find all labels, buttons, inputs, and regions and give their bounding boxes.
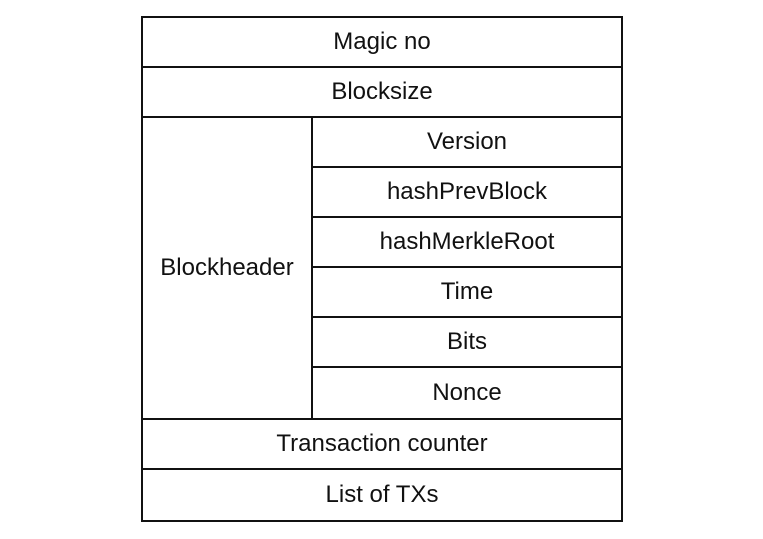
blocksize-label: Blocksize bbox=[331, 78, 433, 105]
hash-prev-block-label: hashPrevBlock bbox=[386, 178, 548, 205]
magic-no-cell: Magic no bbox=[141, 16, 623, 68]
blockheader-label: Blockheader bbox=[160, 254, 294, 281]
list-of-txs-cell: List of TXs bbox=[141, 468, 623, 522]
block-structure-diagram: Magic no Blocksize Blockheader Version h… bbox=[141, 16, 623, 522]
bits-label: Bits bbox=[446, 328, 487, 355]
blockheader-cell: Blockheader bbox=[141, 116, 313, 420]
blocksize-cell: Blocksize bbox=[141, 66, 623, 118]
nonce-cell: Nonce bbox=[311, 366, 623, 420]
transaction-counter-cell: Transaction counter bbox=[141, 418, 623, 470]
hash-prev-block-cell: hashPrevBlock bbox=[311, 166, 623, 218]
version-cell: Version bbox=[311, 116, 623, 168]
version-label: Version bbox=[426, 128, 508, 155]
nonce-label: Nonce bbox=[432, 379, 502, 406]
hash-merkle-root-cell: hashMerkleRoot bbox=[311, 216, 623, 268]
time-cell: Time bbox=[311, 266, 623, 318]
transaction-counter-label: Transaction counter bbox=[276, 430, 488, 457]
list-of-txs-label: List of TXs bbox=[325, 481, 439, 508]
bits-cell: Bits bbox=[311, 316, 623, 368]
magic-no-label: Magic no bbox=[333, 28, 431, 55]
hash-merkle-root-label: hashMerkleRoot bbox=[379, 228, 555, 255]
time-label: Time bbox=[440, 278, 494, 305]
